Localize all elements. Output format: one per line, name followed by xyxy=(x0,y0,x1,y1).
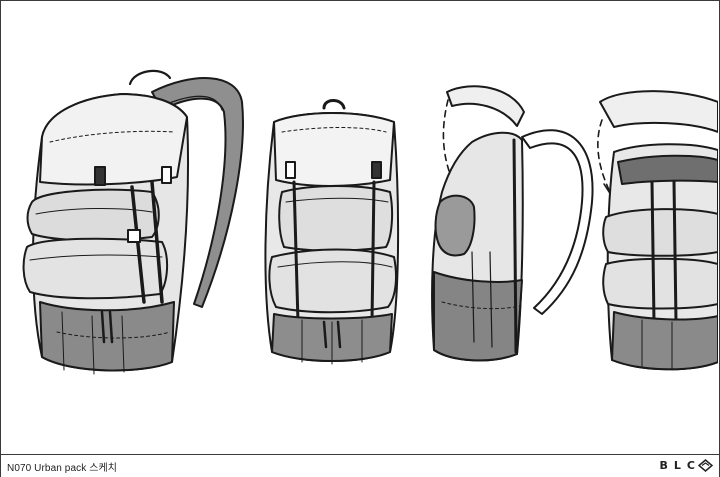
backpack-sketch-front xyxy=(264,99,400,365)
brand-logo-text: BLC xyxy=(659,459,701,472)
sketch-artboard xyxy=(2,2,718,454)
backpack-sketch-side-open xyxy=(431,85,594,362)
backpack-sketch-three-quarter xyxy=(22,69,244,375)
backpack-sketch-open-top xyxy=(597,90,718,371)
brand-logo: BLC xyxy=(660,458,713,473)
backpack-sketches-illustration xyxy=(22,69,718,375)
footer-bar: N070 Urban pack 스케치 BLC xyxy=(1,454,719,477)
brand-logo-mark-icon xyxy=(698,459,713,472)
sketch-caption: N070 Urban pack 스케치 xyxy=(7,463,118,474)
